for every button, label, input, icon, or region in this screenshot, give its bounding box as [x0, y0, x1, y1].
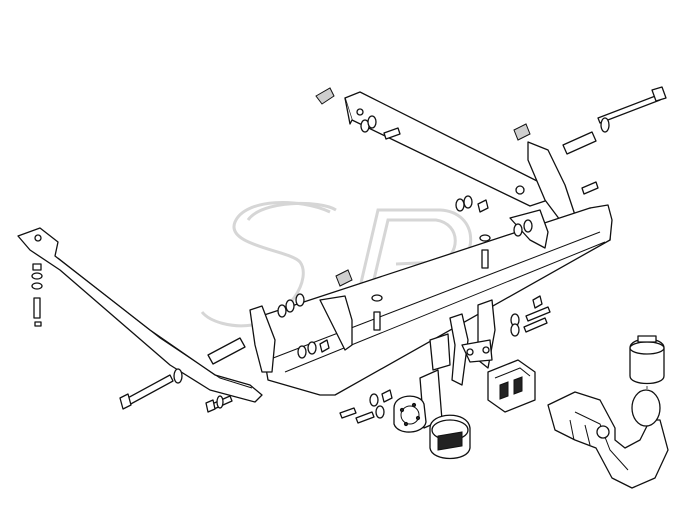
right-side-bracket	[344, 91, 576, 221]
socket-plate	[393, 369, 443, 433]
tow-ball-cover	[629, 335, 665, 392]
crossbar	[249, 204, 613, 396]
washers	[31, 115, 533, 419]
tow-ball-neck	[547, 389, 669, 489]
socket-cover	[487, 359, 536, 413]
nuts	[32, 87, 543, 403]
electrical-socket	[429, 414, 471, 460]
left-side-bracket	[17, 227, 263, 403]
